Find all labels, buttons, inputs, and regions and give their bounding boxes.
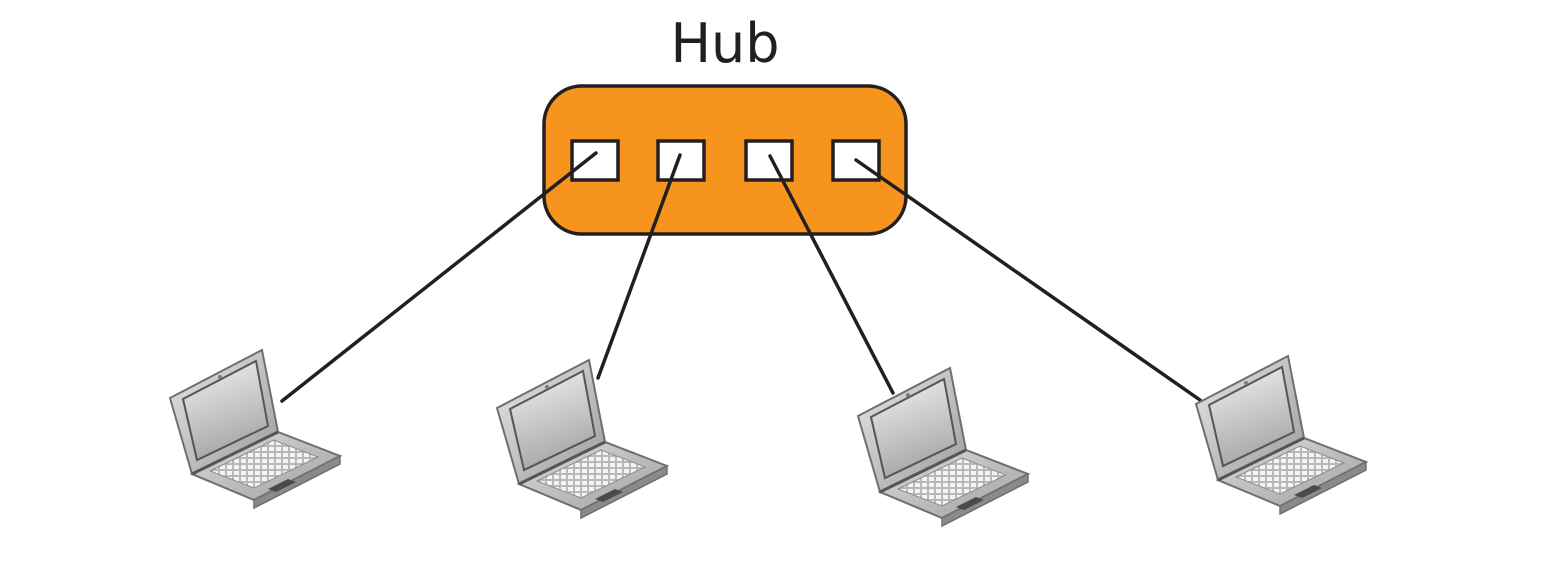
laptop-icon	[497, 360, 667, 518]
laptop-icon	[1196, 356, 1366, 514]
hub-port-2	[658, 141, 704, 180]
cable-4	[856, 160, 1200, 400]
laptop-icon	[858, 368, 1028, 526]
hub-port-1	[572, 141, 618, 180]
laptops	[170, 350, 1366, 526]
hub-port-3	[746, 141, 792, 180]
hub-title: Hub	[670, 12, 779, 75]
cable-1	[282, 153, 596, 401]
